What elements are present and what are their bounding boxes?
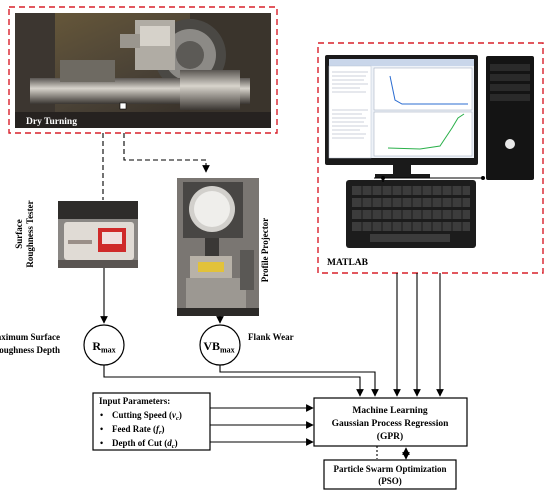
vbmax-node: VBmax [199,324,241,366]
ml-line2: Gaussian Process Regression [332,419,450,429]
matlab-dashed-frame [317,42,544,274]
monitor-icon [325,55,478,178]
pso-line2: (PSO) [378,476,402,486]
pso-line1: Particle Swarm Optimization [334,464,447,474]
ml-gpr-box: Machine Learning Gaussian Process Regres… [313,397,468,447]
profile-projector-photo [177,178,259,316]
roughness-tester-label-line2: Roughness Tester [25,200,35,267]
dry-turning-connectors [102,133,210,200]
input-param-depth-of-cut: Depth of Cut (dc) [112,438,178,450]
keyboard-icon [346,180,476,248]
profile-projector-panel: Profile Projector [177,178,270,316]
flank-wear-caption: Flank Wear [248,332,294,342]
bullet-icon: • [100,410,103,420]
bullet-icon: • [100,438,103,448]
input-param-feed-rate: Feed Rate (fr) [112,424,165,436]
dry-turning-dashed-frame [8,6,278,134]
rmax-symbol: Rmax [92,339,115,355]
matlab-panel: MATLAB [317,42,544,274]
dry-turning-photo: Dry Turning [15,13,271,128]
vbmax-symbol: VBmax [203,339,234,355]
rmax-node: Rmax [83,324,125,366]
ml-line1: Machine Learning [352,406,427,416]
profile-projector-label: Profile Projector [260,218,270,282]
dry-turning-label: Dry Turning [26,117,77,127]
connector-to-profile-projector [123,133,210,173]
computer-tower-icon [486,56,534,180]
roughness-tester-photo [58,201,138,268]
input-param-cutting-speed: Cutting Speed (vc) [112,410,182,422]
rmax-caption-line2: Roughness Depth [0,345,60,355]
ml-input-connectors [103,273,444,446]
arrow-rmax-to-ml [103,365,364,397]
matlab-label: MATLAB [327,258,369,268]
input-parameters-title: Input Parameters: [99,396,170,406]
arrow-vbmax-to-ml [219,365,379,397]
pso-box: Particle Swarm Optimization (PSO) [323,459,457,490]
dry-turning-panel: Dry Turning [8,6,278,134]
input-parameters-box: Input Parameters: • Cutting Speed (vc) •… [92,392,211,451]
bullet-icon: • [100,424,103,434]
roughness-tester-label-line1: Surface [14,219,24,249]
roughness-tester-panel: Surface Roughness Tester [14,200,138,268]
rmax-caption-line1: Maximum Surface [0,332,60,342]
ml-line3: (GPR) [377,431,403,442]
